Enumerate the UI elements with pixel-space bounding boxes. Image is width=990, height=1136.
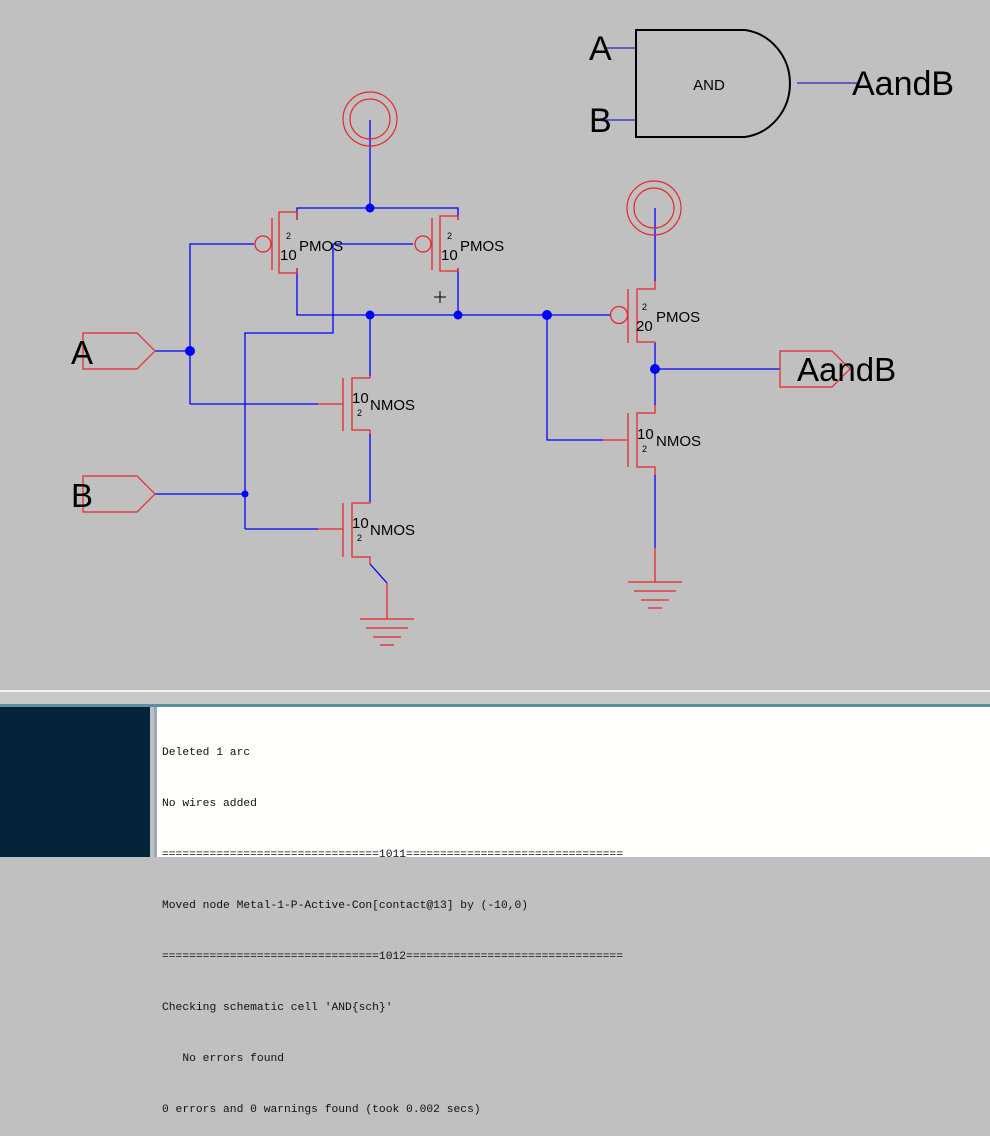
junction-dot[interactable]: [453, 310, 463, 320]
crosshair-cursor-icon: [434, 291, 446, 303]
and-gate-icon[interactable]: AND A B AandB: [589, 29, 954, 140]
and-output-label: AandB: [852, 65, 954, 103]
wires: [155, 120, 780, 584]
transistor-length: 2: [357, 533, 362, 543]
transistor-length: 2: [357, 408, 362, 418]
and-input-a-label: A: [589, 30, 612, 68]
transistor-length: 2: [642, 302, 647, 312]
port-b-label: B: [71, 477, 93, 514]
transistor-type: PMOS: [656, 309, 700, 326]
transistor-width: 10: [352, 390, 369, 407]
transistor-width: 20: [636, 318, 653, 335]
transistor-type: NMOS: [656, 433, 701, 450]
explorer-panel[interactable]: [0, 707, 150, 857]
transistor-length: 2: [286, 231, 291, 241]
nmos-transistor[interactable]: [318, 376, 371, 434]
console-line: ================================1011====…: [162, 849, 623, 861]
transistor-type: PMOS: [460, 238, 504, 255]
console-line: 0 errors and 0 warnings found (took 0.00…: [162, 1104, 481, 1116]
schematic-canvas[interactable]: AND A B AandB: [0, 0, 990, 690]
junctions: [185, 203, 660, 498]
and-gate-label: AND: [693, 77, 725, 94]
junction-dot[interactable]: [185, 346, 195, 356]
transistor-width: 10: [352, 515, 369, 532]
junction-dot[interactable]: [365, 310, 375, 320]
transistor-length: 2: [447, 231, 452, 241]
vdd-power-icon[interactable]: [342, 91, 398, 147]
nmos-transistor[interactable]: [603, 405, 656, 475]
input-port-b[interactable]: [82, 475, 156, 513]
transistor-length: 2: [642, 444, 647, 454]
wire[interactable]: [296, 268, 547, 316]
junction-dot[interactable]: [241, 490, 249, 498]
input-port-a[interactable]: [82, 332, 156, 370]
transistor-type: PMOS: [299, 238, 343, 255]
ground-icon[interactable]: [360, 583, 414, 646]
transistor-width: 10: [280, 247, 297, 264]
port-a-label: A: [71, 334, 93, 371]
port-aandb-label: AandB: [797, 351, 896, 388]
and-gate-body: [635, 29, 791, 138]
transistor-width: 10: [637, 426, 654, 443]
output-port-aandb[interactable]: [779, 350, 851, 388]
pmos-transistor[interactable]: [254, 211, 298, 274]
console-line: No errors found: [162, 1053, 285, 1065]
junction-dot[interactable]: [542, 310, 552, 320]
junction-dot[interactable]: [650, 364, 660, 374]
wire[interactable]: [369, 563, 388, 584]
console-line: No wires added: [162, 798, 257, 810]
transistor-type: NMOS: [370, 522, 415, 539]
console-line: Moved node Metal-1-P-Active-Con[contact@…: [162, 900, 529, 912]
messages-console[interactable]: Deleted 1 arc No wires added ===========…: [154, 707, 990, 1116]
transistor-type: NMOS: [370, 397, 415, 414]
nmos-transistor[interactable]: [318, 502, 371, 564]
panel-splitter[interactable]: [0, 690, 990, 706]
wire[interactable]: [244, 243, 413, 529]
wire[interactable]: [546, 315, 603, 441]
console-line: ================================1012====…: [162, 951, 623, 963]
splitter-edge: [0, 704, 990, 707]
and-input-b-label: B: [589, 102, 612, 140]
pmos-transistor[interactable]: [414, 215, 459, 272]
vdd-power-icon[interactable]: [626, 180, 682, 236]
schematic-svg[interactable]: AND A B AandB: [0, 0, 990, 690]
junction-dot[interactable]: [365, 203, 375, 213]
wire[interactable]: [296, 207, 459, 220]
pmos-transistor[interactable]: [609, 281, 656, 343]
console-line: Deleted 1 arc: [162, 747, 251, 759]
console-line: Checking schematic cell 'AND{sch}': [162, 1002, 393, 1014]
transistor-width: 10: [441, 247, 458, 264]
ground-icon[interactable]: [628, 548, 682, 609]
